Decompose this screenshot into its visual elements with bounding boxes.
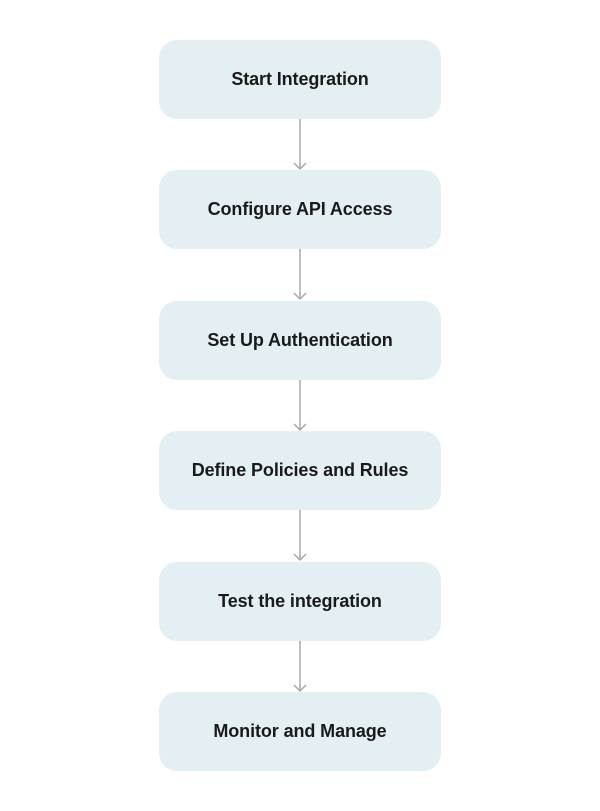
step-set-up-authentication: Set Up Authentication	[159, 301, 441, 380]
step-start-integration: Start Integration	[159, 40, 441, 119]
step-test-the-integration: Test the integration	[159, 562, 441, 641]
step-configure-api-access: Configure API Access	[159, 170, 441, 249]
connector-arrow	[290, 641, 310, 693]
step-label: Test the integration	[218, 591, 382, 611]
step-label: Start Integration	[231, 69, 369, 89]
connector-arrow	[290, 249, 310, 301]
connector-arrow	[290, 380, 310, 432]
step-monitor-and-manage: Monitor and Manage	[159, 692, 441, 771]
step-label: Configure API Access	[207, 199, 393, 219]
step-label: Set Up Authentication	[207, 330, 393, 350]
step-define-policies-and-rules: Define Policies and Rules	[159, 431, 441, 510]
step-label: Monitor and Manage	[213, 721, 387, 741]
connector-arrow	[290, 119, 310, 171]
connector-arrow	[290, 510, 310, 562]
step-label: Define Policies and Rules	[191, 460, 409, 480]
